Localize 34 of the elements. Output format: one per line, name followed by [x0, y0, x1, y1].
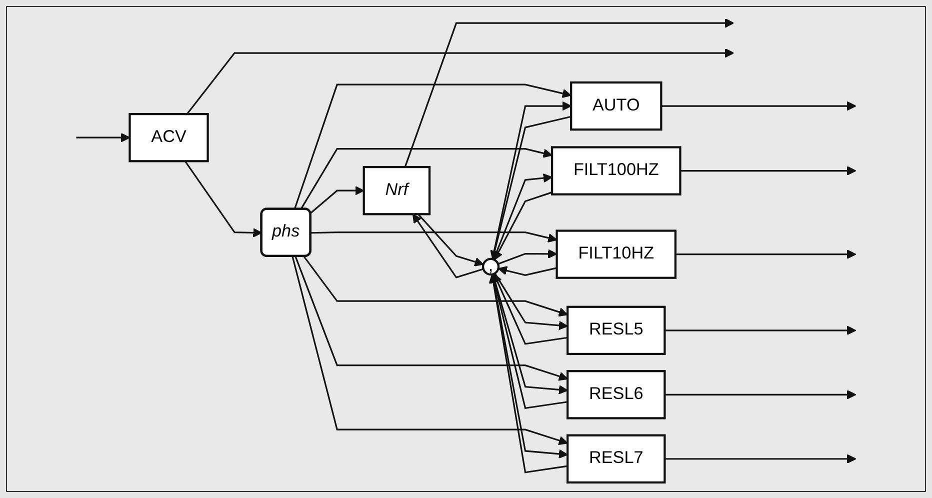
- arrow: [664, 326, 856, 336]
- arrow: [310, 232, 558, 243]
- arrow: [680, 166, 856, 176]
- arrow: [498, 266, 557, 276]
- keyword-box: FILT10HZ: [556, 230, 677, 279]
- keyword-box: FILT100HZ: [550, 146, 682, 196]
- arrow: [664, 390, 856, 400]
- arrow: [418, 214, 484, 266]
- arrow: [76, 132, 130, 142]
- keyword-box: RESL6: [566, 370, 666, 420]
- arrow: [300, 148, 552, 210]
- keyword-box: ACV: [128, 112, 209, 162]
- arrow: [498, 249, 558, 265]
- arrow: [404, 18, 734, 168]
- arrow: [412, 214, 484, 278]
- parameter-box: phs: [260, 208, 312, 257]
- arrow: [294, 256, 568, 381]
- arrow: [310, 186, 364, 214]
- keyword-box: AUTO: [570, 81, 662, 131]
- arrow: [292, 256, 568, 446]
- keyword-box: Nrf: [362, 166, 431, 216]
- arrow: [303, 256, 568, 317]
- arrow: [494, 272, 568, 330]
- arrow: [661, 101, 856, 111]
- keyword-box: RESL5: [566, 306, 666, 356]
- arrow: [186, 48, 734, 115]
- separator-circle: ,: [482, 257, 500, 276]
- keyword-box: RESL7: [566, 434, 666, 484]
- arrow: [493, 273, 568, 345]
- arrow: [494, 192, 552, 260]
- arrow: [184, 160, 262, 238]
- arrow: [294, 84, 572, 210]
- arrow: [675, 250, 856, 259]
- arrow: [664, 454, 856, 464]
